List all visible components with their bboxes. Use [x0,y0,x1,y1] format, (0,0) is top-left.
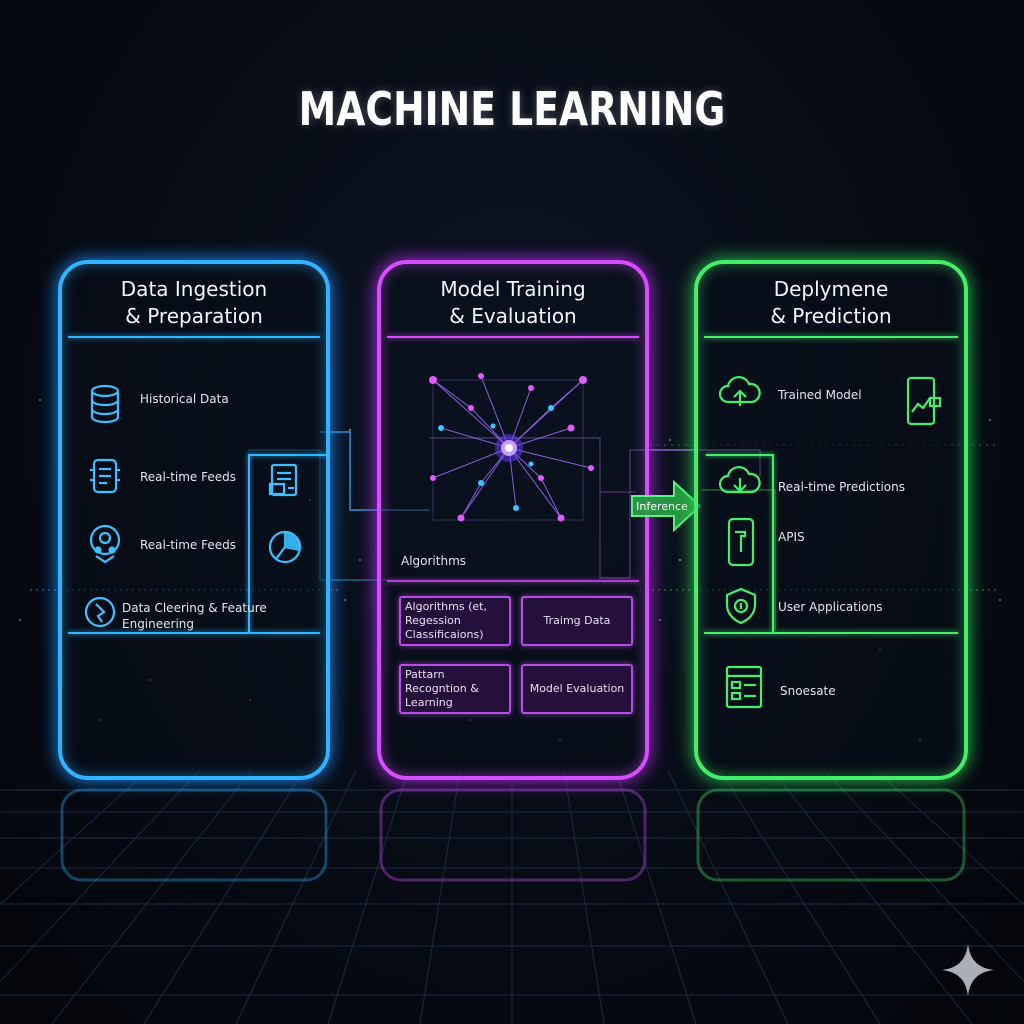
phone-chart-icon [906,376,942,426]
item-label-trained-model: Trained Model [778,388,862,402]
inner-divider [387,580,639,582]
card-divider-top [704,336,958,338]
inference-arrow-icon [631,479,702,533]
stage-card-training: Model Training & Evaluation [377,260,649,780]
card-divider-bottom [704,632,958,634]
box-line: Model Evaluation [529,682,625,695]
item-label-realtime-predictions: Real-time Predictions [778,480,905,494]
sparkle-icon [942,944,994,996]
stage-title-line: Data Ingestion [120,277,268,301]
model-evaluation-box: Model Evaluation [521,664,633,714]
inner-bracket-top [706,454,772,456]
database-icon [90,384,120,424]
card-divider-top [68,336,320,338]
item-label-apis: APIS [778,530,805,544]
algorithms-label: Algorithms [401,554,467,568]
item-label-user-applications: User Applications [778,600,883,614]
card-divider-top [387,336,639,338]
phone-icon [727,517,755,567]
inner-bracket-side [772,454,774,632]
stage-title-line: Model Training [440,277,586,301]
item-label-historical-data: Historical Data [140,392,229,406]
feed-device-icon [90,458,120,494]
floor-grid [0,769,1024,1024]
cloud-download-icon [718,466,761,494]
stage-title-deployment: Deplymene & Prediction [698,276,964,330]
item-label-data-cleaning: Data Cleering & Feature Engineering [122,600,267,632]
box-line: Algorithms (et, Regession [405,600,487,627]
label-line: Engineering [122,617,194,631]
document-icon [268,463,298,497]
neural-network-icon [429,373,594,522]
page-title: MACHINE LEARNING [298,82,726,136]
box-line: Traimg Data [543,614,611,627]
label-line: Data Cleering & Feature [122,601,267,615]
inner-column-cap [248,454,328,456]
stage-title-line: Deplymene [773,277,889,301]
stage-title-line: & Prediction [770,304,892,328]
gear-chart-icon [84,596,116,628]
pattern-recognition-box: Pattarn Recogntion & Learning [399,664,511,714]
stage-title-ingestion: Data Ingestion & Preparation [62,276,326,330]
algorithms-box: Algorithms (et, Regession Classificaions… [399,596,511,646]
stage-title-line: & Preparation [125,304,263,328]
item-label-snoesate: Snoesate [780,684,836,698]
stage-title-line: & Evaluation [449,304,577,328]
item-label-realtime-feeds-1: Real-time Feeds [140,470,237,484]
box-line: Classificaions) [405,628,484,641]
stage-card-deployment: Deplymene & Prediction Trained Model Rea… [694,260,968,780]
stage-title-training: Model Training & Evaluation [381,276,645,330]
pattern-box-text: Pattarn Recogntion & Learning [405,668,509,710]
algorithms-box-text: Algorithms (et, Regession Classificaions… [405,600,509,642]
card-reflections [60,788,966,882]
dashboard-icon [725,665,763,709]
item-label-realtime-feeds-2: Real-time Feeds [140,538,237,552]
shield-icon [725,587,757,625]
location-pin-icon [89,524,121,564]
stage-card-ingestion: Data Ingestion & Preparation Historical … [58,260,330,780]
card-divider-bottom [68,632,320,634]
pie-chart-icon [268,530,302,564]
training-data-box: Traimg Data [521,596,633,646]
box-line: Recogntion & Learning [405,682,479,709]
box-line: Pattarn [405,668,445,681]
inference-label: Inference [636,500,688,513]
inner-column-divider [248,454,250,632]
cloud-upload-icon [718,376,761,406]
